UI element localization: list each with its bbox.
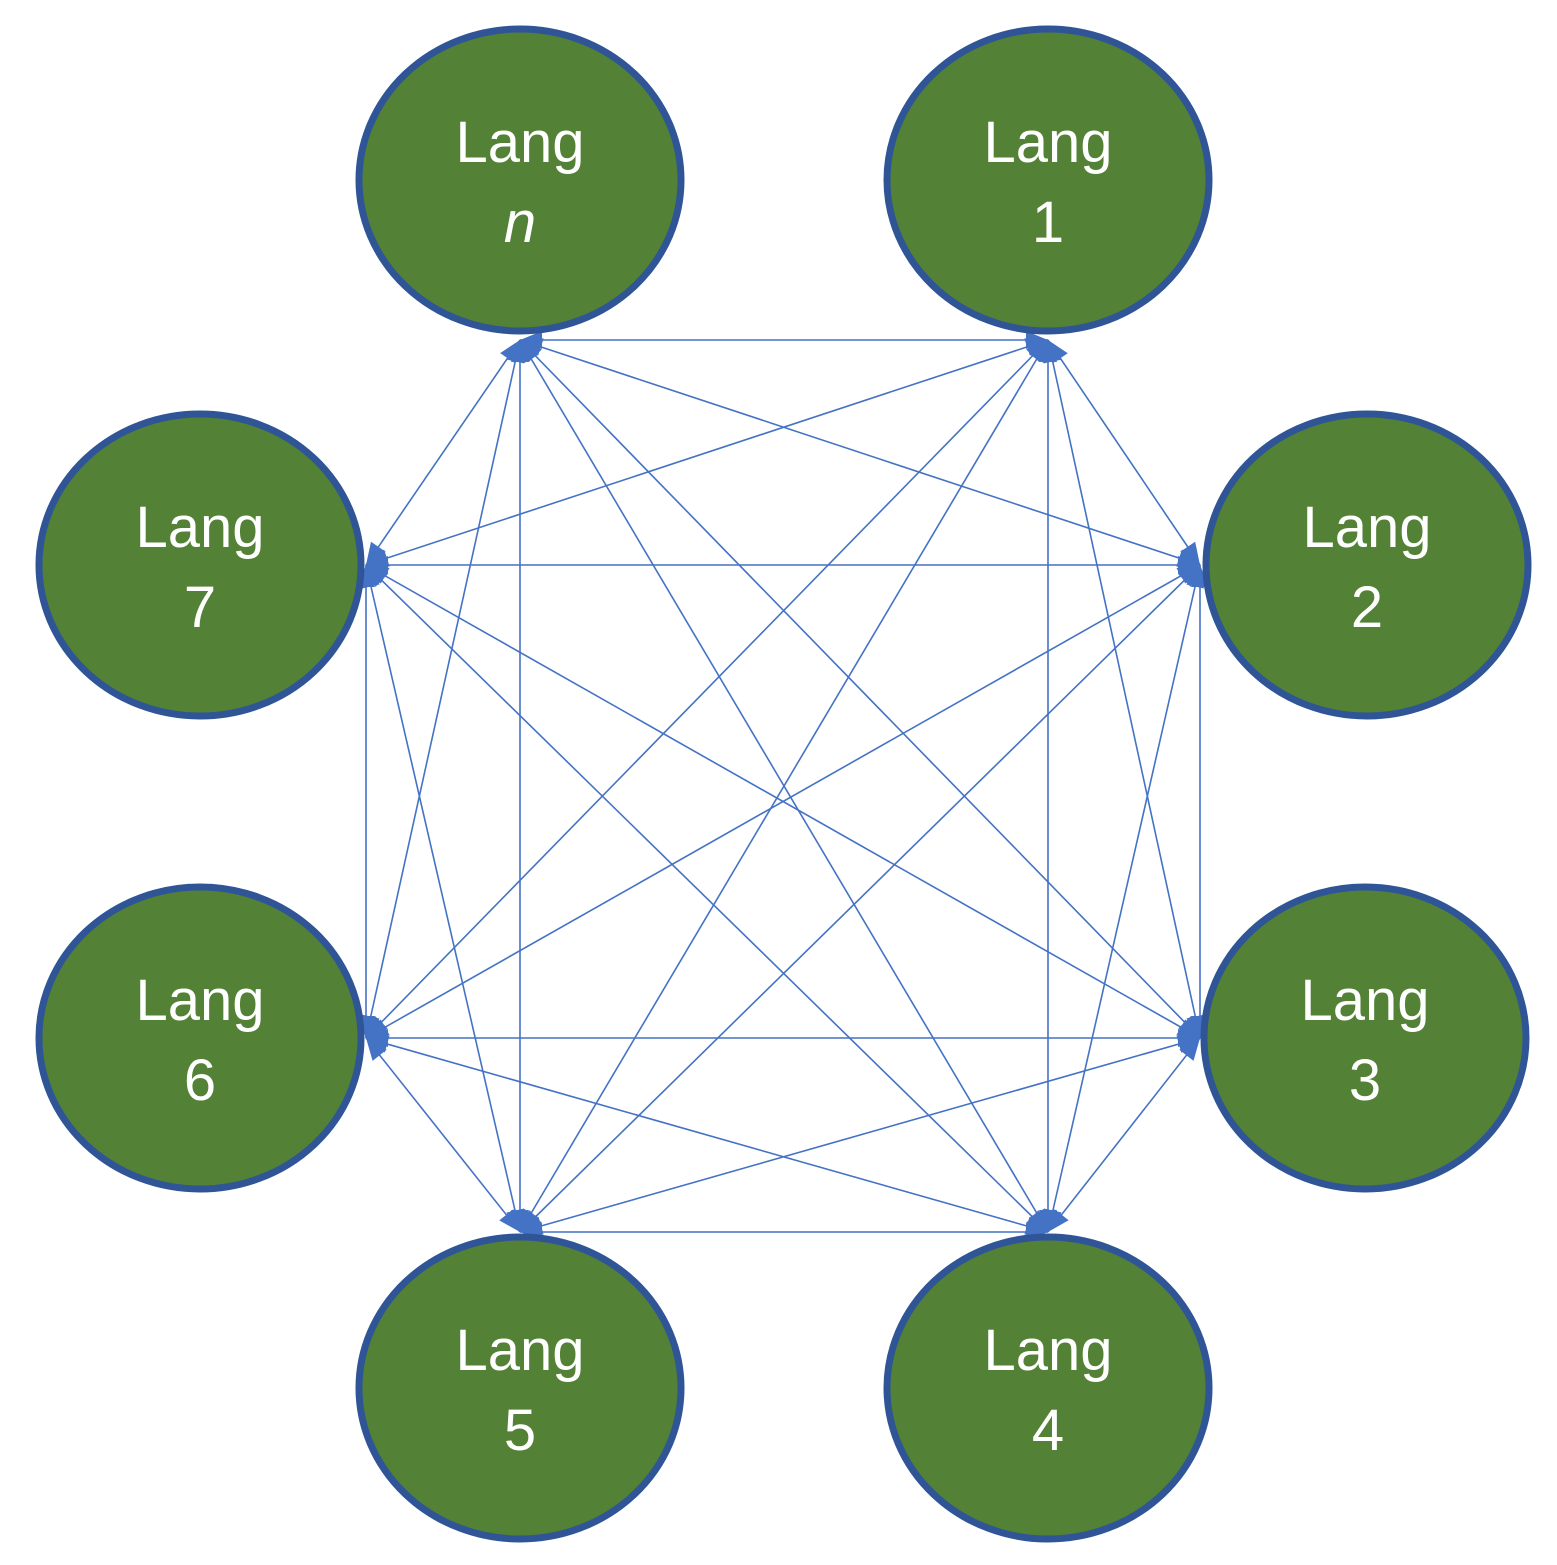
node-label-line2: 2 xyxy=(1351,575,1383,640)
arrowhead-lang-5 xyxy=(520,1210,543,1232)
node-ellipse xyxy=(883,1233,1213,1543)
edge-lang-3-lang-7 xyxy=(365,564,1201,1039)
edge-lang-5-lang-6 xyxy=(365,1037,521,1233)
edge-lang-n-lang-7 xyxy=(365,339,521,566)
arrowhead-lang-3 xyxy=(1176,1019,1200,1038)
node-label-line1: Lang xyxy=(983,1318,1112,1383)
node-label-line1: Lang xyxy=(135,968,264,1033)
node-lang-4: Lang 4 xyxy=(883,1233,1213,1543)
arrowhead-lang-3 xyxy=(1179,1038,1200,1061)
edge-lang-2-lang-5 xyxy=(519,564,1201,1233)
edge-lang-n-lang-2 xyxy=(519,339,1201,566)
arrowhead-lang-1 xyxy=(1024,338,1048,356)
node-label-line1: Lang xyxy=(455,1318,584,1383)
edge-lang-n-lang-6 xyxy=(365,339,521,1039)
edge-lang-3-lang-5 xyxy=(519,1037,1201,1233)
arrowhead-lang-5 xyxy=(506,1208,524,1232)
node-ellipse xyxy=(1200,883,1530,1193)
edge-lang-2-lang-4 xyxy=(1047,564,1201,1233)
arrowhead-lang-4 xyxy=(1048,1209,1069,1232)
arrowheads-layer xyxy=(357,331,1209,1241)
node-label-line2: 7 xyxy=(184,575,216,640)
node-label-line2: 1 xyxy=(1032,190,1064,255)
arrowhead-lang-6 xyxy=(366,1038,387,1061)
arrowhead-lang-4 xyxy=(1025,1210,1048,1232)
edge-lang-1-lang-7 xyxy=(365,339,1049,566)
node-label-line2: 3 xyxy=(1349,1048,1381,1113)
node-label-line1: Lang xyxy=(455,110,584,175)
edge-lang-1-lang-6 xyxy=(365,339,1049,1039)
node-label-line1: Lang xyxy=(1300,968,1429,1033)
node-ellipse xyxy=(35,883,365,1193)
node-label-line1: Lang xyxy=(1302,495,1431,560)
edges-layer xyxy=(365,339,1201,1233)
arrowhead-lang-1 xyxy=(1026,340,1048,363)
node-label-line1: Lang xyxy=(983,110,1112,175)
node-label-line2: n xyxy=(504,190,536,255)
arrowhead-lang-2 xyxy=(1178,556,1200,574)
node-ellipse xyxy=(35,410,365,720)
edge-lang-1-lang-5 xyxy=(519,339,1049,1233)
edge-lang-3-lang-4 xyxy=(1047,1037,1201,1233)
node-lang-7: Lang 7 xyxy=(35,410,365,720)
arrowhead-lang-2 xyxy=(1180,541,1200,565)
node-lang-6: Lang 6 xyxy=(35,883,365,1193)
node-ellipse xyxy=(1202,410,1532,720)
node-label-line1: Lang xyxy=(135,495,264,560)
node-lang-3: Lang 3 xyxy=(1200,883,1530,1193)
edge-lang-1-lang-3 xyxy=(1047,339,1201,1039)
node-label-line2: 4 xyxy=(1032,1398,1064,1463)
node-lang-1: Lang 1 xyxy=(883,25,1213,335)
arrowhead-lang-7 xyxy=(366,541,386,565)
edge-lang-1-lang-2 xyxy=(1047,339,1201,566)
edge-lang-4-lang-6 xyxy=(365,1037,1049,1233)
node-lang-2: Lang 2 xyxy=(1202,410,1532,720)
node-ellipse xyxy=(355,25,685,335)
arrowhead-lang-n xyxy=(500,340,520,364)
node-ellipse xyxy=(883,25,1213,335)
edge-lang-5-lang-7 xyxy=(365,564,521,1233)
node-label-line2: 6 xyxy=(184,1048,216,1113)
node-lang-n: Lang n xyxy=(355,25,685,335)
node-lang-5: Lang 5 xyxy=(355,1233,685,1543)
edge-lang-n-lang-3 xyxy=(519,339,1201,1039)
edge-lang-4-lang-7 xyxy=(365,564,1049,1233)
node-ellipse xyxy=(355,1233,685,1543)
arrowhead-lang-7 xyxy=(366,565,389,587)
node-label-line2: 5 xyxy=(504,1398,536,1463)
